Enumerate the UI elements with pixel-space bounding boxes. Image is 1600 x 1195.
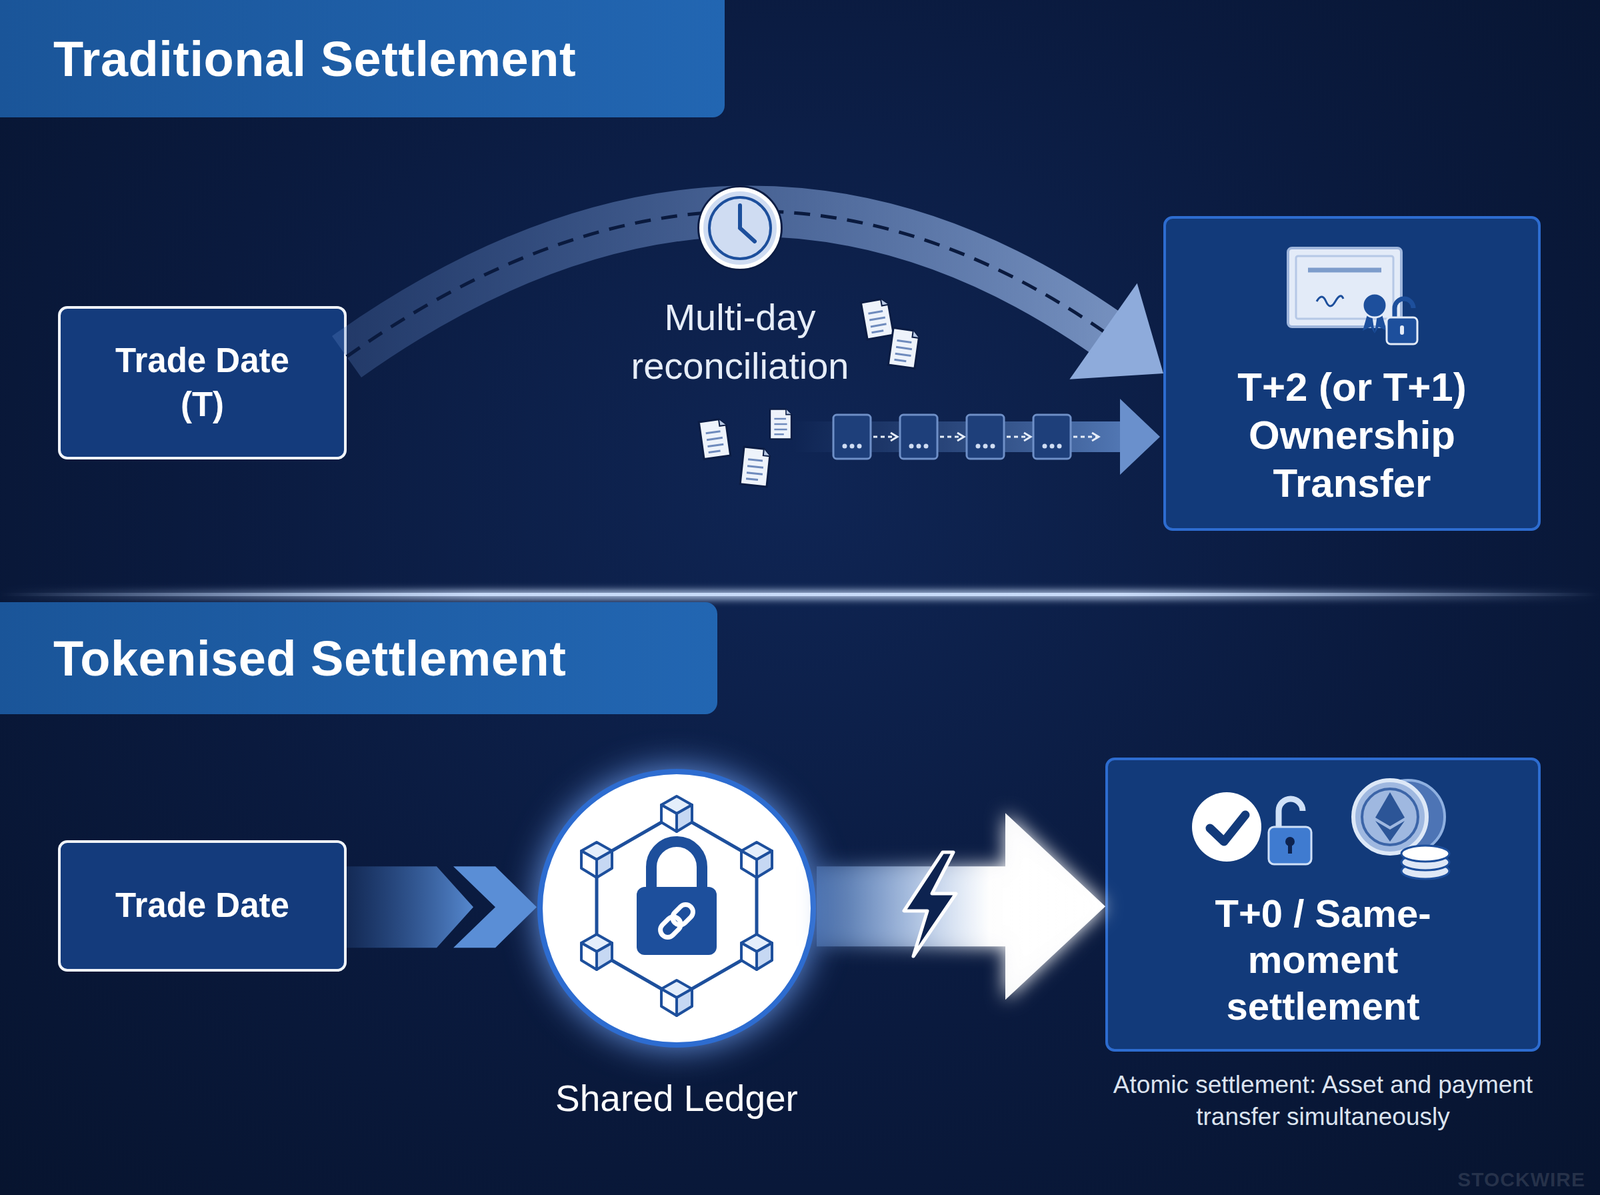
process-box: Trade Date: [58, 840, 347, 972]
node-label: Tokenised Settlement: [53, 630, 566, 687]
check-lock-icon: [1192, 792, 1312, 864]
node-caption: Atomic settlement: Asset and payment tra…: [1110, 1068, 1537, 1133]
document-flow: [698, 398, 1160, 487]
node-label: T+2 (or T+1) Ownership Transfer: [1192, 363, 1512, 508]
lightning-icon: [904, 852, 956, 956]
watermark: STOCKWIRE: [1457, 1168, 1586, 1191]
separator-glow: [0, 590, 1600, 599]
process-box: Trade Date (T): [58, 306, 347, 460]
outcome-box: T+0 / Same-moment settlementAtomic settl…: [1105, 757, 1541, 1052]
section-header: Tokenised Settlement: [0, 602, 718, 714]
edge-label: Multi-day reconciliation: [566, 293, 914, 391]
clock-icon: [697, 185, 783, 271]
node-label: Trade Date (T): [99, 338, 306, 428]
chevron-band: [346, 866, 474, 948]
arrow-head: [1069, 283, 1164, 380]
section-header: Traditional Settlement: [0, 0, 725, 118]
node-label: Trade Date: [115, 883, 290, 928]
circle-shape: [540, 771, 814, 1045]
separator-line: [0, 592, 1600, 596]
flow-chevron: [346, 866, 537, 948]
node-label: Shared Ledger: [476, 1074, 877, 1122]
chevron-head: [453, 866, 537, 948]
certificate-icon: [1288, 248, 1418, 344]
ledger-network: [581, 796, 772, 1016]
token-coins-icon: [1353, 780, 1450, 879]
big-arrow: [816, 812, 1106, 1000]
node-label: T+0 / Same-moment settlement: [1170, 890, 1477, 1028]
document-icons: [860, 298, 920, 369]
settlement-arrow: [816, 812, 1106, 1000]
node-label: Traditional Settlement: [53, 30, 576, 88]
